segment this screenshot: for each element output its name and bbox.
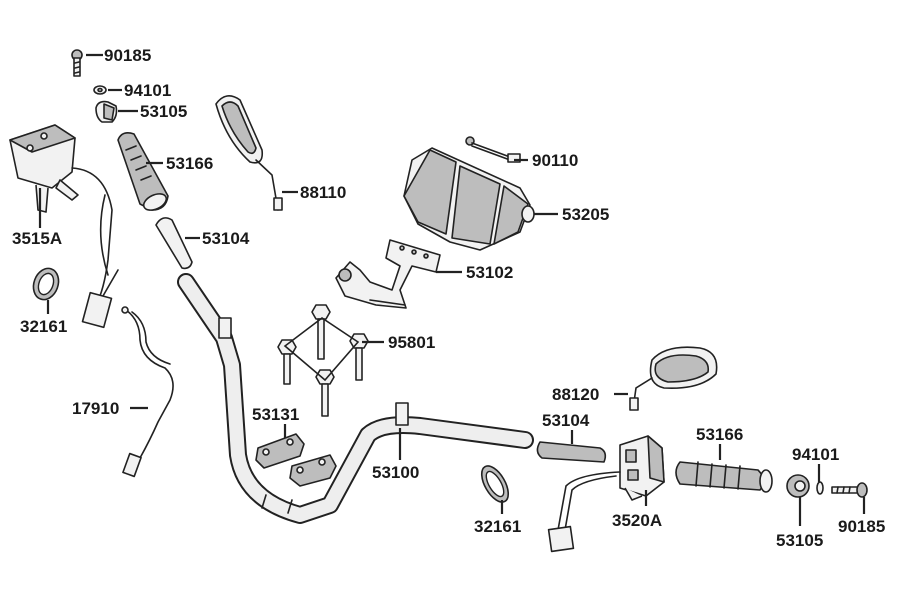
label-53105-top: 53105 bbox=[140, 102, 187, 121]
label-90185-top: 90185 bbox=[104, 46, 151, 65]
bolt-90185-bottom bbox=[831, 482, 868, 498]
grip-53166-top bbox=[117, 132, 169, 211]
bolt-90185-top bbox=[71, 49, 83, 77]
bar-end-53105-top bbox=[95, 100, 118, 123]
mirror-88120 bbox=[629, 346, 718, 411]
lever-assembly-3515A bbox=[9, 124, 119, 329]
switch-housing-3520A bbox=[547, 435, 665, 553]
label-53100: 53100 bbox=[372, 463, 419, 482]
label-53166-top: 53166 bbox=[166, 154, 213, 173]
label-53166-right: 53166 bbox=[696, 425, 743, 444]
washer-94101-right bbox=[816, 481, 824, 495]
clamps-53131 bbox=[255, 433, 337, 487]
windscreen-53205 bbox=[403, 147, 535, 251]
label-32161-left: 32161 bbox=[20, 317, 67, 336]
throttle-tube-53104-top bbox=[155, 217, 193, 270]
part-number-labels: 90185 94101 53105 53166 88110 3515A 5310… bbox=[12, 46, 885, 550]
cable-17910 bbox=[121, 306, 174, 478]
clamp-ring-32161-bottom bbox=[480, 465, 510, 503]
bar-end-53105-bottom bbox=[786, 474, 810, 498]
mirror-88110 bbox=[215, 95, 283, 211]
label-17910: 17910 bbox=[72, 399, 119, 418]
label-53104-right: 53104 bbox=[542, 411, 590, 430]
label-53205: 53205 bbox=[562, 205, 609, 224]
label-88120: 88120 bbox=[552, 385, 599, 404]
label-53131: 53131 bbox=[252, 405, 299, 424]
label-94101-right: 94101 bbox=[792, 445, 839, 464]
grip-53166-right bbox=[675, 461, 773, 493]
label-53105-bottom: 53105 bbox=[776, 531, 823, 550]
label-3520A: 3520A bbox=[612, 511, 662, 530]
throttle-tube-53104-right bbox=[536, 441, 607, 463]
clamp-ring-32161-left bbox=[32, 267, 60, 301]
label-32161-bottom: 32161 bbox=[474, 517, 521, 536]
bolts-95801 bbox=[277, 304, 369, 417]
handlebar-53100 bbox=[177, 273, 534, 524]
screw-90110 bbox=[465, 136, 521, 163]
label-53104-top: 53104 bbox=[202, 229, 250, 248]
mounting-bracket-53102 bbox=[335, 239, 441, 309]
label-88110: 88110 bbox=[300, 183, 346, 202]
label-53102: 53102 bbox=[466, 263, 513, 282]
label-95801: 95801 bbox=[388, 333, 435, 352]
label-3515A: 3515A bbox=[12, 229, 62, 248]
washer-94101-top bbox=[93, 85, 107, 95]
label-94101-top: 94101 bbox=[124, 81, 171, 100]
leader-lines bbox=[38, 53, 866, 526]
label-90185-bottom: 90185 bbox=[838, 517, 885, 536]
label-90110: 90110 bbox=[532, 151, 578, 170]
